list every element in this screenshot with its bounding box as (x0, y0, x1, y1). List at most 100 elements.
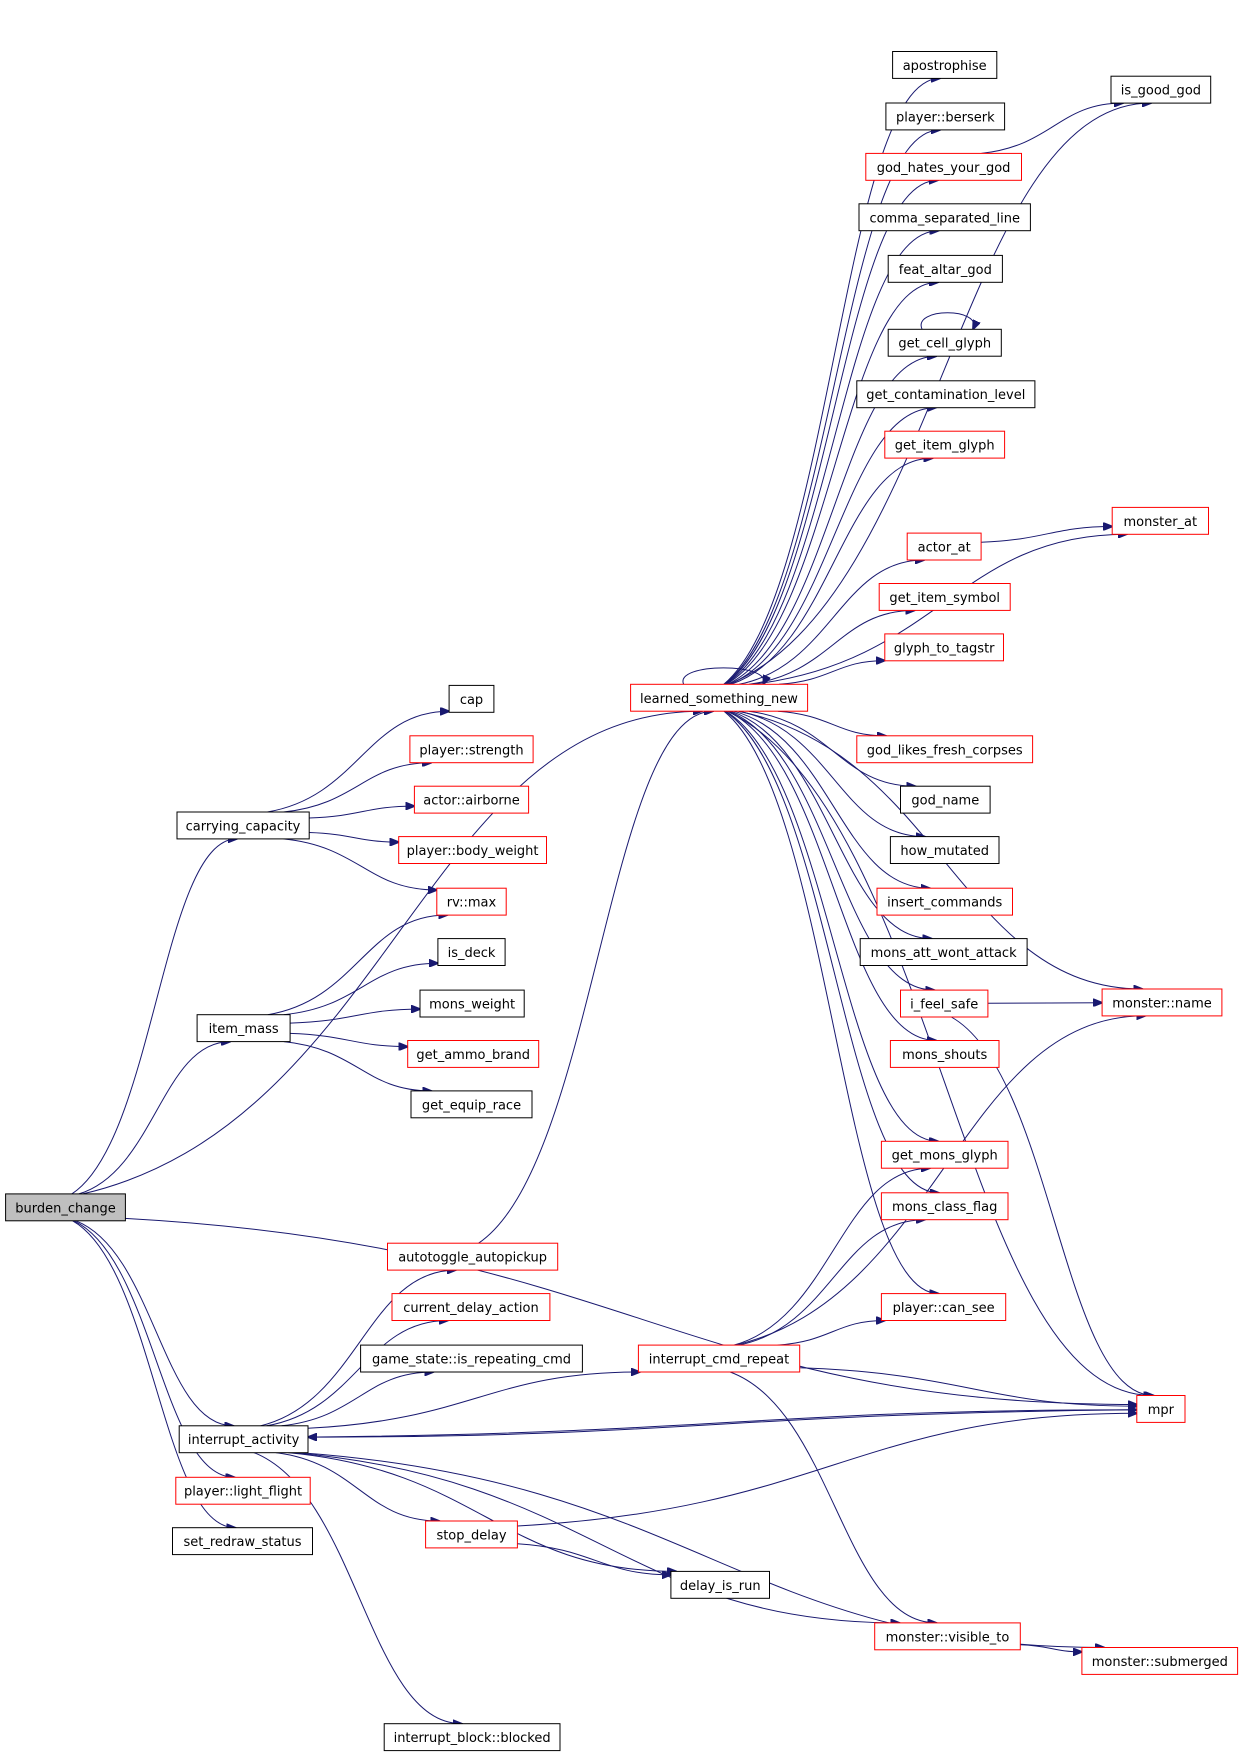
node-box[interactable] (425, 1520, 518, 1549)
node-i-feel-safe[interactable]: i_feel_safe (900, 989, 989, 1018)
node-god-hates-your-god[interactable]: god_hates_your_god (865, 152, 1022, 181)
node-box[interactable] (437, 938, 506, 966)
node-box[interactable] (878, 583, 1011, 611)
node-box[interactable] (865, 152, 1022, 181)
node-box[interactable] (398, 836, 548, 864)
node-box[interactable] (876, 887, 1013, 916)
node-interrupt-activity[interactable]: interrupt_activity (178, 1425, 309, 1454)
node-box[interactable] (630, 683, 809, 712)
node-box[interactable] (889, 836, 1000, 864)
node-monster-at[interactable]: monster_at (1111, 506, 1209, 535)
node-box[interactable] (175, 1476, 311, 1505)
node-box[interactable] (387, 1242, 559, 1271)
node-get-cell-glyph[interactable]: get_cell_glyph (887, 328, 1002, 357)
node-box[interactable] (178, 1425, 309, 1454)
node-box[interactable] (900, 989, 989, 1018)
node-box[interactable] (889, 1040, 1000, 1068)
node-box[interactable] (858, 203, 1031, 232)
node-box[interactable] (906, 532, 982, 561)
node-mons-att-wont-attack[interactable]: mons_att_wont_attack (859, 938, 1028, 966)
node-mons-class-flag[interactable]: mons_class_flag (880, 1192, 1009, 1221)
node-box[interactable] (419, 989, 525, 1018)
node-box[interactable] (856, 735, 1034, 764)
node-box[interactable] (407, 1040, 540, 1068)
node-box[interactable] (856, 380, 1036, 409)
node-god-name[interactable]: god_name (900, 785, 991, 814)
node-autotoggle-autopickup[interactable]: autotoggle_autopickup (387, 1242, 559, 1271)
node-learned-something-new[interactable]: learned_something_new (630, 683, 809, 712)
node-set-redraw-status[interactable]: set_redraw_status (172, 1527, 313, 1556)
node-player-light-flight[interactable]: player::light_flight (175, 1476, 311, 1505)
node-get-item-symbol[interactable]: get_item_symbol (878, 583, 1011, 611)
node-box[interactable] (884, 633, 1004, 662)
node-item-mass[interactable]: item_mass (196, 1014, 291, 1043)
node-is-good-god[interactable]: is_good_god (1110, 75, 1212, 104)
node-burden-change[interactable]: burden_change (5, 1193, 126, 1222)
node-interrupt-cmd-repeat[interactable]: interrupt_cmd_repeat (637, 1344, 801, 1373)
node-box[interactable] (1110, 75, 1212, 104)
node-player-berserk[interactable]: player::berserk (885, 102, 1006, 131)
node-box[interactable] (176, 811, 310, 840)
node-monster-visible-to[interactable]: monster::visible_to (874, 1622, 1021, 1651)
node-box[interactable] (409, 735, 534, 764)
node-player-strength[interactable]: player::strength (409, 735, 534, 764)
node-box[interactable] (859, 938, 1028, 966)
node-box[interactable] (436, 887, 507, 916)
node-box[interactable] (892, 51, 998, 79)
node-box[interactable] (880, 1140, 1009, 1169)
node-monster-submerged[interactable]: monster::submerged (1081, 1647, 1239, 1675)
node-box[interactable] (1101, 988, 1223, 1017)
node-box[interactable] (887, 254, 1003, 283)
node-get-ammo-brand[interactable]: get_ammo_brand (407, 1040, 540, 1068)
node-box[interactable] (5, 1193, 126, 1222)
node-mons-weight[interactable]: mons_weight (419, 989, 525, 1018)
node-current-delay-action[interactable]: current_delay_action (391, 1293, 551, 1321)
node-interrupt-block-blocked[interactable]: interrupt_block::blocked (383, 1723, 561, 1752)
node-box[interactable] (383, 1723, 561, 1752)
node-player-can-see[interactable]: player::can_see (880, 1293, 1007, 1321)
node-insert-commands[interactable]: insert_commands (876, 887, 1013, 916)
node-mons-shouts[interactable]: mons_shouts (889, 1040, 1000, 1068)
node-box[interactable] (880, 1293, 1007, 1321)
node-box[interactable] (884, 430, 1006, 459)
node-delay-is-run[interactable]: delay_is_run (670, 1570, 771, 1599)
node-rv-max[interactable]: rv::max (436, 887, 507, 916)
node-player-body-weight[interactable]: player::body_weight (398, 836, 548, 864)
node-actor-at[interactable]: actor_at (906, 532, 982, 561)
node-box[interactable] (1136, 1395, 1186, 1423)
node-get-equip-race[interactable]: get_equip_race (410, 1090, 533, 1119)
node-apostrophise[interactable]: apostrophise (892, 51, 998, 79)
node-box[interactable] (900, 785, 991, 814)
node-stop-delay[interactable]: stop_delay (425, 1520, 518, 1549)
node-monster-name[interactable]: monster::name (1101, 988, 1223, 1017)
node-is-deck[interactable]: is_deck (437, 938, 506, 966)
node-box[interactable] (874, 1622, 1021, 1651)
node-mpr[interactable]: mpr (1136, 1395, 1186, 1423)
node-how-mutated[interactable]: how_mutated (889, 836, 1000, 864)
node-box[interactable] (887, 328, 1002, 357)
node-carrying-capacity[interactable]: carrying_capacity (176, 811, 310, 840)
node-box[interactable] (448, 684, 495, 713)
node-cap[interactable]: cap (448, 684, 495, 713)
node-box[interactable] (360, 1344, 583, 1373)
node-glyph-to-tagstr[interactable]: glyph_to_tagstr (884, 633, 1004, 662)
node-box[interactable] (172, 1527, 313, 1556)
node-feat-altar-god[interactable]: feat_altar_god (887, 254, 1003, 283)
node-box[interactable] (880, 1192, 1009, 1221)
node-get-mons-glyph[interactable]: get_mons_glyph (880, 1140, 1009, 1169)
node-box[interactable] (1081, 1647, 1239, 1675)
node-box[interactable] (413, 785, 530, 814)
node-box[interactable] (637, 1344, 801, 1373)
node-game-state-is-repeating-cmd[interactable]: game_state::is_repeating_cmd (360, 1344, 583, 1373)
node-get-item-glyph[interactable]: get_item_glyph (884, 430, 1006, 459)
node-box[interactable] (1111, 506, 1209, 535)
node-box[interactable] (410, 1090, 533, 1119)
node-god-likes-fresh-corpses[interactable]: god_likes_fresh_corpses (856, 735, 1034, 764)
node-box[interactable] (391, 1293, 551, 1321)
node-box[interactable] (885, 102, 1006, 131)
node-comma-separated-line[interactable]: comma_separated_line (858, 203, 1031, 232)
node-actor-airborne[interactable]: actor::airborne (413, 785, 530, 814)
node-box[interactable] (196, 1014, 291, 1043)
node-box[interactable] (670, 1570, 771, 1599)
node-get-contamination-level[interactable]: get_contamination_level (856, 380, 1036, 409)
